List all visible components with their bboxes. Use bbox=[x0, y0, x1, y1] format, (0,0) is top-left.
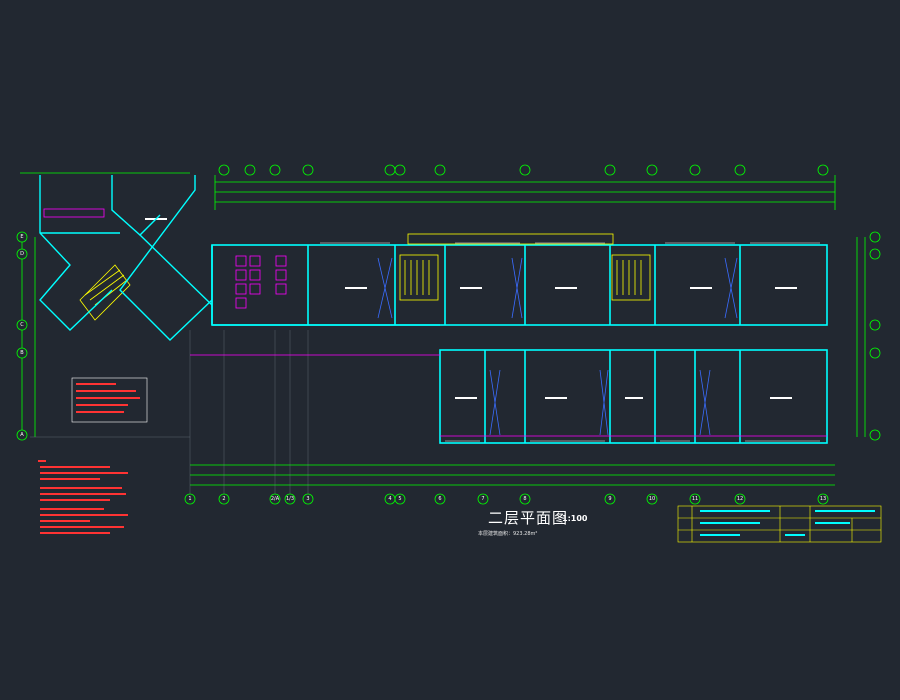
axis-label-col-11: 11 bbox=[692, 496, 698, 502]
stairs bbox=[79, 233, 651, 321]
notes-block bbox=[38, 460, 128, 534]
axis-label-col-1-3: 1/3 bbox=[286, 496, 294, 502]
title-block bbox=[677, 505, 882, 543]
axis-label-col-10: 10 bbox=[649, 496, 655, 502]
axis-label-col-3: 3 bbox=[306, 496, 309, 502]
axis-label-col-2: 2 bbox=[222, 496, 225, 502]
axis-label-col-5: 5 bbox=[398, 496, 401, 502]
axis-label-row-a: A bbox=[20, 432, 24, 438]
axis-label-col-9: 9 bbox=[608, 496, 611, 502]
axis-label-row-e: E bbox=[20, 234, 23, 240]
axis-label-row-c: C bbox=[20, 322, 24, 328]
axis-label-row-b: B bbox=[20, 350, 24, 356]
axis-label-col-6: 6 bbox=[438, 496, 441, 502]
bottom-dimension-lines bbox=[190, 464, 835, 486]
axis-label-col-4: 4 bbox=[388, 496, 391, 502]
legend-box bbox=[71, 377, 148, 423]
axis-label-col-13: 13 bbox=[820, 496, 826, 502]
windows bbox=[320, 242, 820, 442]
toilets bbox=[43, 208, 827, 437]
axis-bubbles bbox=[16, 164, 881, 505]
axis-labels: 1 2 2/A 1/3 3 4 5 6 7 8 9 10 11 12 13 E … bbox=[20, 234, 826, 502]
top-dimension-lines bbox=[214, 175, 836, 210]
axis-label-col-1: 1 bbox=[188, 496, 191, 502]
drawing-scale: 1:100 bbox=[562, 514, 588, 523]
axis-label-col-8: 8 bbox=[523, 496, 526, 502]
left-dimension-lines bbox=[20, 172, 190, 437]
axis-label-col-7: 7 bbox=[481, 496, 484, 502]
angled-wing bbox=[39, 175, 213, 341]
room-labels bbox=[145, 218, 797, 399]
grid-lines bbox=[30, 330, 309, 495]
axis-label-col-12: 12 bbox=[737, 496, 743, 502]
drawing-title: 二层平面图 bbox=[488, 509, 569, 527]
building-walls bbox=[211, 244, 828, 444]
area-note: 本层建筑面积：923.28m² bbox=[478, 531, 538, 537]
axis-label-col-2a: 2/A bbox=[271, 496, 280, 502]
axis-label-row-d: D bbox=[20, 251, 24, 257]
door-marks bbox=[377, 257, 738, 436]
title-block-text bbox=[700, 510, 875, 536]
right-dimension-lines bbox=[856, 237, 866, 437]
